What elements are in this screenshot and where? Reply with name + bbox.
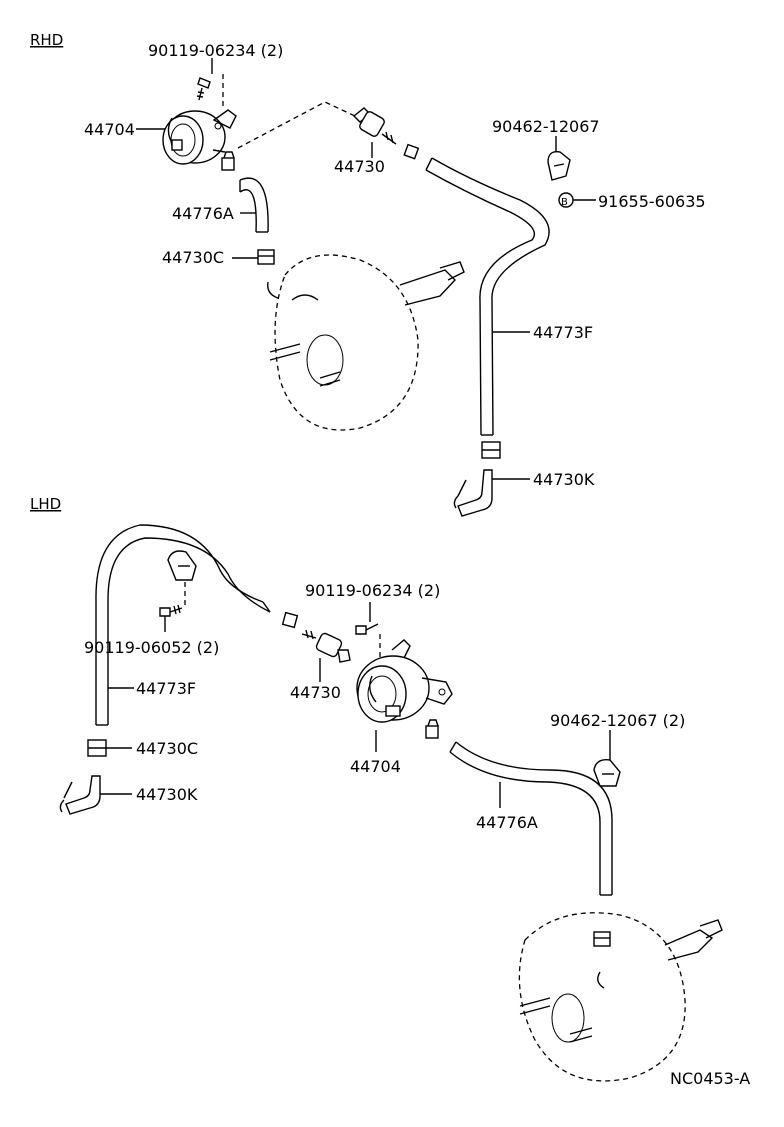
clamp-rhd [547, 151, 571, 181]
hose-clip-lhd [87, 739, 107, 757]
label-rhd-pump: 44704 [84, 120, 135, 139]
union-rhd [453, 469, 493, 517]
clamp-lhd-hose [167, 550, 197, 581]
label-lhd-clamp: 90462-12067 (2) [550, 711, 685, 730]
long-hose-lhd [95, 524, 271, 726]
bolt-b-rhd: B [558, 192, 574, 208]
label-lhd-long-hose: 44773F [136, 679, 196, 698]
bolt-b-badge: B [561, 197, 568, 208]
label-rhd-check-valve: 44730 [334, 157, 385, 176]
label-rhd-bolt-b: 91655-60635 [598, 192, 706, 211]
label-rhd-union: 44730K [533, 470, 595, 489]
label-lhd-hose-clip: 44730C [136, 739, 198, 758]
clamp-lhd [593, 759, 621, 787]
short-hose-lhd [449, 741, 613, 896]
label-lhd-check-valve: 44730 [290, 683, 341, 702]
label-rhd-hose-clip: 44730C [162, 248, 224, 267]
label-rhd-long-hose: 44773F [533, 323, 593, 342]
brake-booster-rhd [267, 254, 465, 431]
clip-rhd-pump [221, 151, 235, 171]
label-lhd-bolt-a: 90119-06052 (2) [84, 638, 219, 657]
label-lhd-short-hose: 44776A [476, 813, 538, 832]
brake-booster-lhd [518, 912, 723, 1082]
check-valve-lhd [301, 629, 351, 663]
bolt-lhd-a [159, 604, 183, 617]
label-rhd-bolt: 90119-06234 (2) [148, 41, 283, 60]
union-lhd [59, 775, 101, 815]
label-lhd-pump: 44704 [350, 757, 401, 776]
section-label-lhd: LHD [30, 495, 61, 513]
check-valve-rhd [352, 107, 397, 145]
bolt-lhd-b [355, 623, 379, 635]
label-rhd-short-hose: 44776A [172, 204, 234, 223]
vacuum-pump-rhd [162, 109, 237, 165]
clip-rhd-valve [403, 143, 420, 160]
short-hose-rhd [239, 177, 269, 233]
bolt-rhd [196, 77, 211, 101]
label-lhd-union: 44730K [136, 785, 198, 804]
hose-clip-lower-rhd [481, 441, 501, 459]
clip-lhd-pump [425, 719, 439, 739]
long-hose-rhd [425, 157, 550, 436]
figure-code: NC0453-A [670, 1069, 750, 1088]
label-rhd-clamp: 90462-12067 [492, 117, 600, 136]
vacuum-pump-lhd [356, 639, 453, 723]
section-label-rhd: RHD [30, 31, 63, 49]
hose-clip-rhd [257, 249, 275, 265]
clip-lhd-valve [281, 611, 299, 629]
label-lhd-bolt-b: 90119-06234 (2) [305, 581, 440, 600]
